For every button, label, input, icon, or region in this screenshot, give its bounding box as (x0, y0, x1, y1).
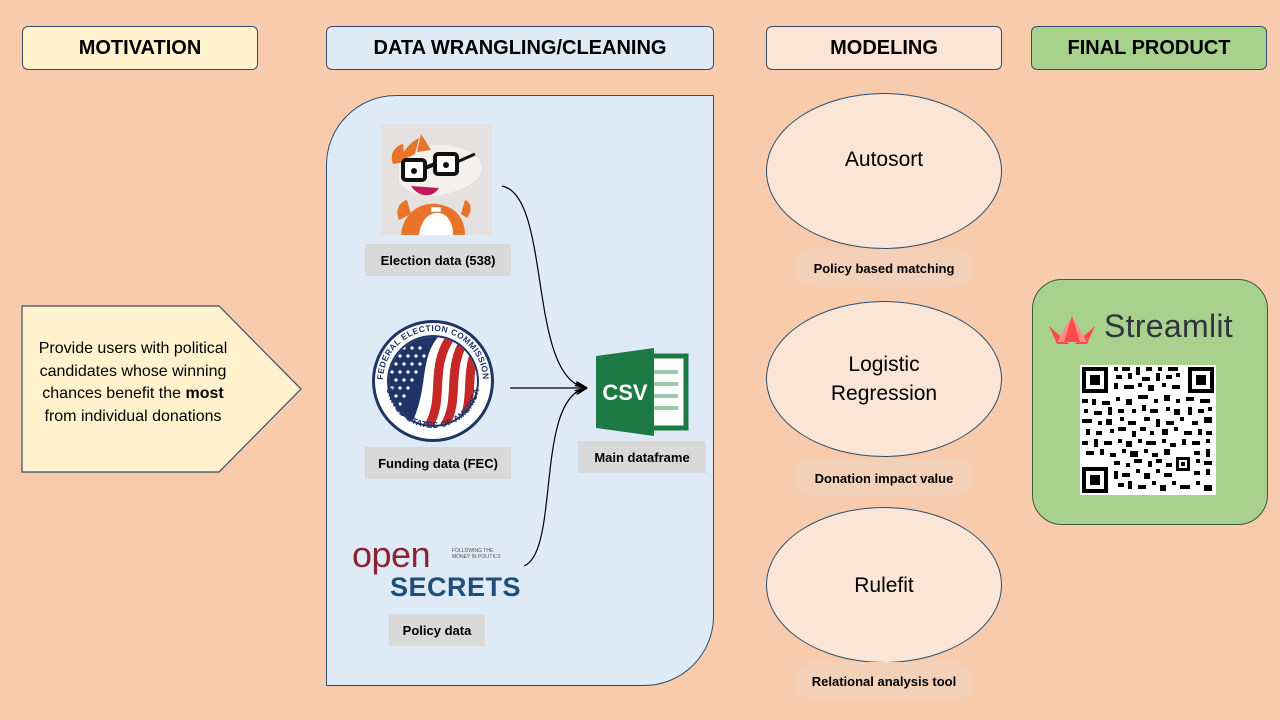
policy-to-main-connector (523, 388, 586, 567)
motivation-text: Provide users with political candidates … (38, 340, 228, 425)
modeling-header: MODELING (766, 26, 1002, 70)
motivation-header: MOTIVATION (22, 26, 258, 70)
fivethirtyeight-fox-image (381, 124, 492, 235)
csv-file-icon: CSV (596, 348, 689, 436)
opensecrets-logo-tagline: FOLLOWING THE MONEY IN POLITICS (452, 548, 501, 560)
rulefit-model: Rulefit (766, 507, 1002, 663)
logistic-regression-label: Logistic Regression (830, 353, 938, 405)
election-data-caption: Election data (538) (365, 244, 511, 276)
funding-data-caption: Funding data (FEC) (365, 447, 511, 479)
opensecrets-logo-secrets: SECRETS (390, 572, 522, 602)
election-to-main-connector (501, 185, 586, 388)
relational-analysis-pill: Relational analysis tool (795, 662, 973, 700)
streamlit-crown-icon (1049, 316, 1095, 344)
donation-impact-pill: Donation impact value (795, 459, 973, 497)
policy-data-caption: Policy data (389, 614, 485, 646)
svg-text:CSV: CSV (602, 380, 648, 405)
fec-seal-image: FEDERAL ELECTION COMMISSION UNITED STATE… (372, 320, 494, 442)
opensecrets-logo: open FOLLOWING THE MONEY IN POLITICS SEC… (352, 534, 522, 604)
main-dataframe-caption: Main dataframe (578, 441, 706, 473)
final-product-header: FINAL PRODUCT (1031, 26, 1267, 70)
rulefit-label: Rulefit (854, 573, 914, 597)
opensecrets-logo-open: open (352, 534, 431, 575)
data-wrangling-header: DATA WRANGLING/CLEANING (326, 26, 714, 70)
streamlit-wordmark: Streamlit (1104, 308, 1233, 344)
logistic-regression-model: Logistic Regression (766, 301, 1002, 457)
policy-matching-pill: Policy based matching (795, 249, 973, 287)
autosort-model: Autosort (766, 93, 1002, 249)
autosort-label: Autosort (844, 147, 924, 171)
motivation-arrow-shape (21, 305, 302, 473)
qr-code-image[interactable] (1080, 365, 1216, 495)
